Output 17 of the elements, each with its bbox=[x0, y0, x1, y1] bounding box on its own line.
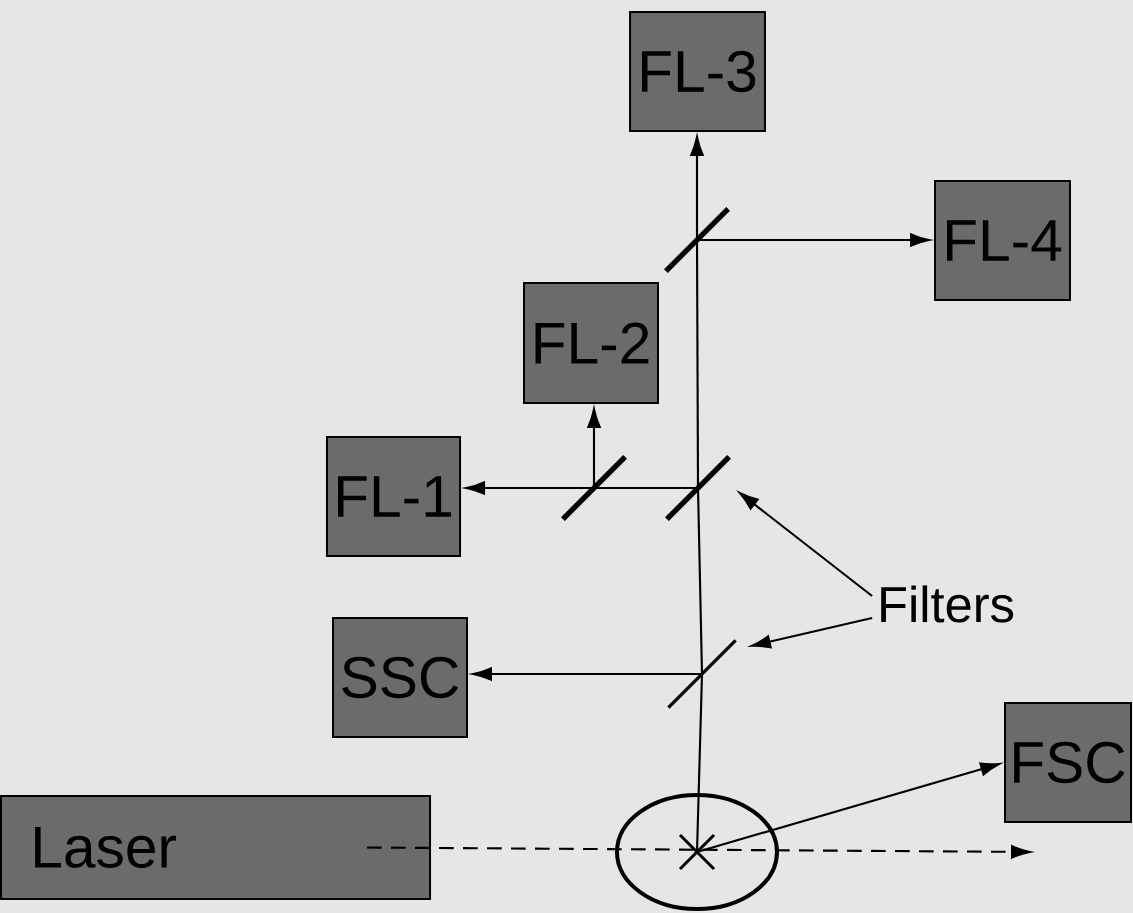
filter-line bbox=[664, 207, 730, 273]
sample-ellipse bbox=[615, 793, 779, 911]
light-path-line bbox=[695, 673, 704, 852]
filter-line bbox=[667, 639, 737, 709]
light-path-line bbox=[594, 486, 698, 490]
detector-box: FSC bbox=[1004, 702, 1132, 823]
filter-line bbox=[665, 455, 731, 521]
detector-box: FL-3 bbox=[629, 11, 766, 132]
detector-box: Laser bbox=[0, 795, 432, 900]
filter-line bbox=[561, 455, 627, 521]
light-path-line bbox=[695, 240, 700, 488]
light-path-line bbox=[696, 487, 704, 675]
detector-box: FL-1 bbox=[325, 436, 462, 557]
detector-box: SSC bbox=[332, 617, 468, 738]
detector-box: FL-4 bbox=[934, 180, 1071, 301]
filters-label: Filters bbox=[881, 585, 1014, 623]
detector-box: FL-2 bbox=[523, 282, 659, 404]
